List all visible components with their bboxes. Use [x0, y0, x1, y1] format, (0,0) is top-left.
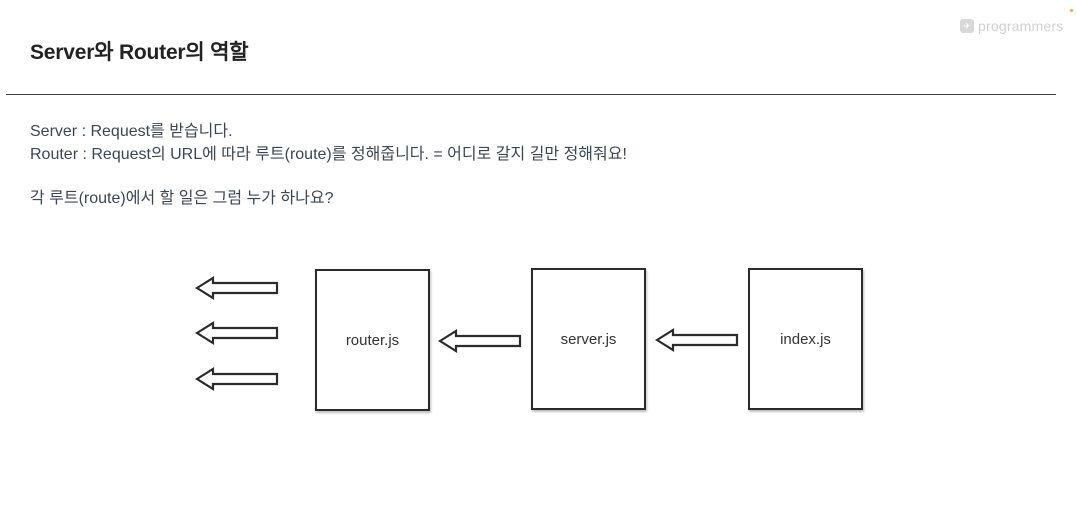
index-js-label: index.js [780, 330, 831, 348]
server-js-label: server.js [560, 330, 617, 348]
route-arrow-2 [195, 321, 279, 345]
route-question: 각 루트(route)에서 할 일은 그럼 누가 하나요? [30, 190, 334, 207]
title-divider [6, 94, 1056, 95]
index-js-box: index.js [748, 268, 863, 410]
programmers-logo-text: programmers [978, 18, 1064, 34]
slide-title: Server와 Router의 역할 [30, 41, 249, 64]
programmers-logo: ✈ programmers [960, 18, 1063, 34]
accent-dot [1070, 9, 1073, 12]
router-description: Router : Request의 URL에 따라 루트(route)를 정해줍… [30, 146, 627, 163]
server-description: Server : Request를 받습니다. [30, 123, 233, 140]
server-to-router-arrow [438, 329, 522, 353]
programmers-logo-icon: ✈ [960, 19, 974, 33]
index-to-server-arrow [655, 328, 739, 352]
route-arrow-1 [195, 276, 279, 300]
route-arrow-3 [195, 367, 279, 391]
router-js-box: router.js [315, 269, 430, 411]
server-js-box: server.js [531, 268, 646, 410]
router-js-label: router.js [345, 331, 400, 349]
